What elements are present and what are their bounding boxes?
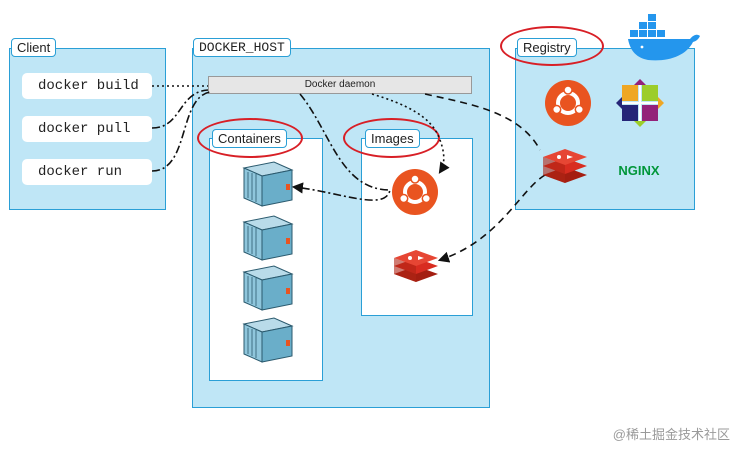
container-icon-1 [242,161,294,207]
registry-highlight-ring [500,26,604,66]
daemon-to-image-dotted-arrow [371,93,450,174]
images-box [361,138,473,316]
run-dash-dot-line [151,91,211,172]
watermark-text: @稀土掘金技术社区 [612,427,730,442]
registry-to-image-dashed-arrow [437,174,546,263]
docker-host-title: DOCKER_HOST [193,38,291,57]
nginx-registry-label: NGINX [618,163,660,178]
redis-image-icon [394,250,438,282]
docker-whale-icon [628,14,700,61]
registry-panel [515,48,695,210]
ubuntu-registry-icon [545,80,591,126]
container-icon-2 [242,215,294,261]
docker-run-command: docker run [22,159,152,185]
pull-dash-dot-line [151,89,209,129]
daemon-to-registry-dashed-line [424,93,541,151]
container-icon-4 [242,317,294,363]
flow-arrows [151,85,546,263]
docker-daemon-bar: Docker daemon [208,76,472,94]
containers-highlight-ring [197,118,303,158]
ubuntu-image-icon [392,169,438,215]
daemon-to-container-dash-dot-arrow [291,93,392,201]
centos-registry-icon [616,79,664,127]
images-highlight-ring [343,118,440,158]
container-icon-3 [242,265,294,311]
docker-build-command: docker build [22,73,152,99]
redis-registry-icon [543,149,587,183]
client-title: Client [11,38,57,57]
docker-pull-command: docker pull [22,116,152,142]
